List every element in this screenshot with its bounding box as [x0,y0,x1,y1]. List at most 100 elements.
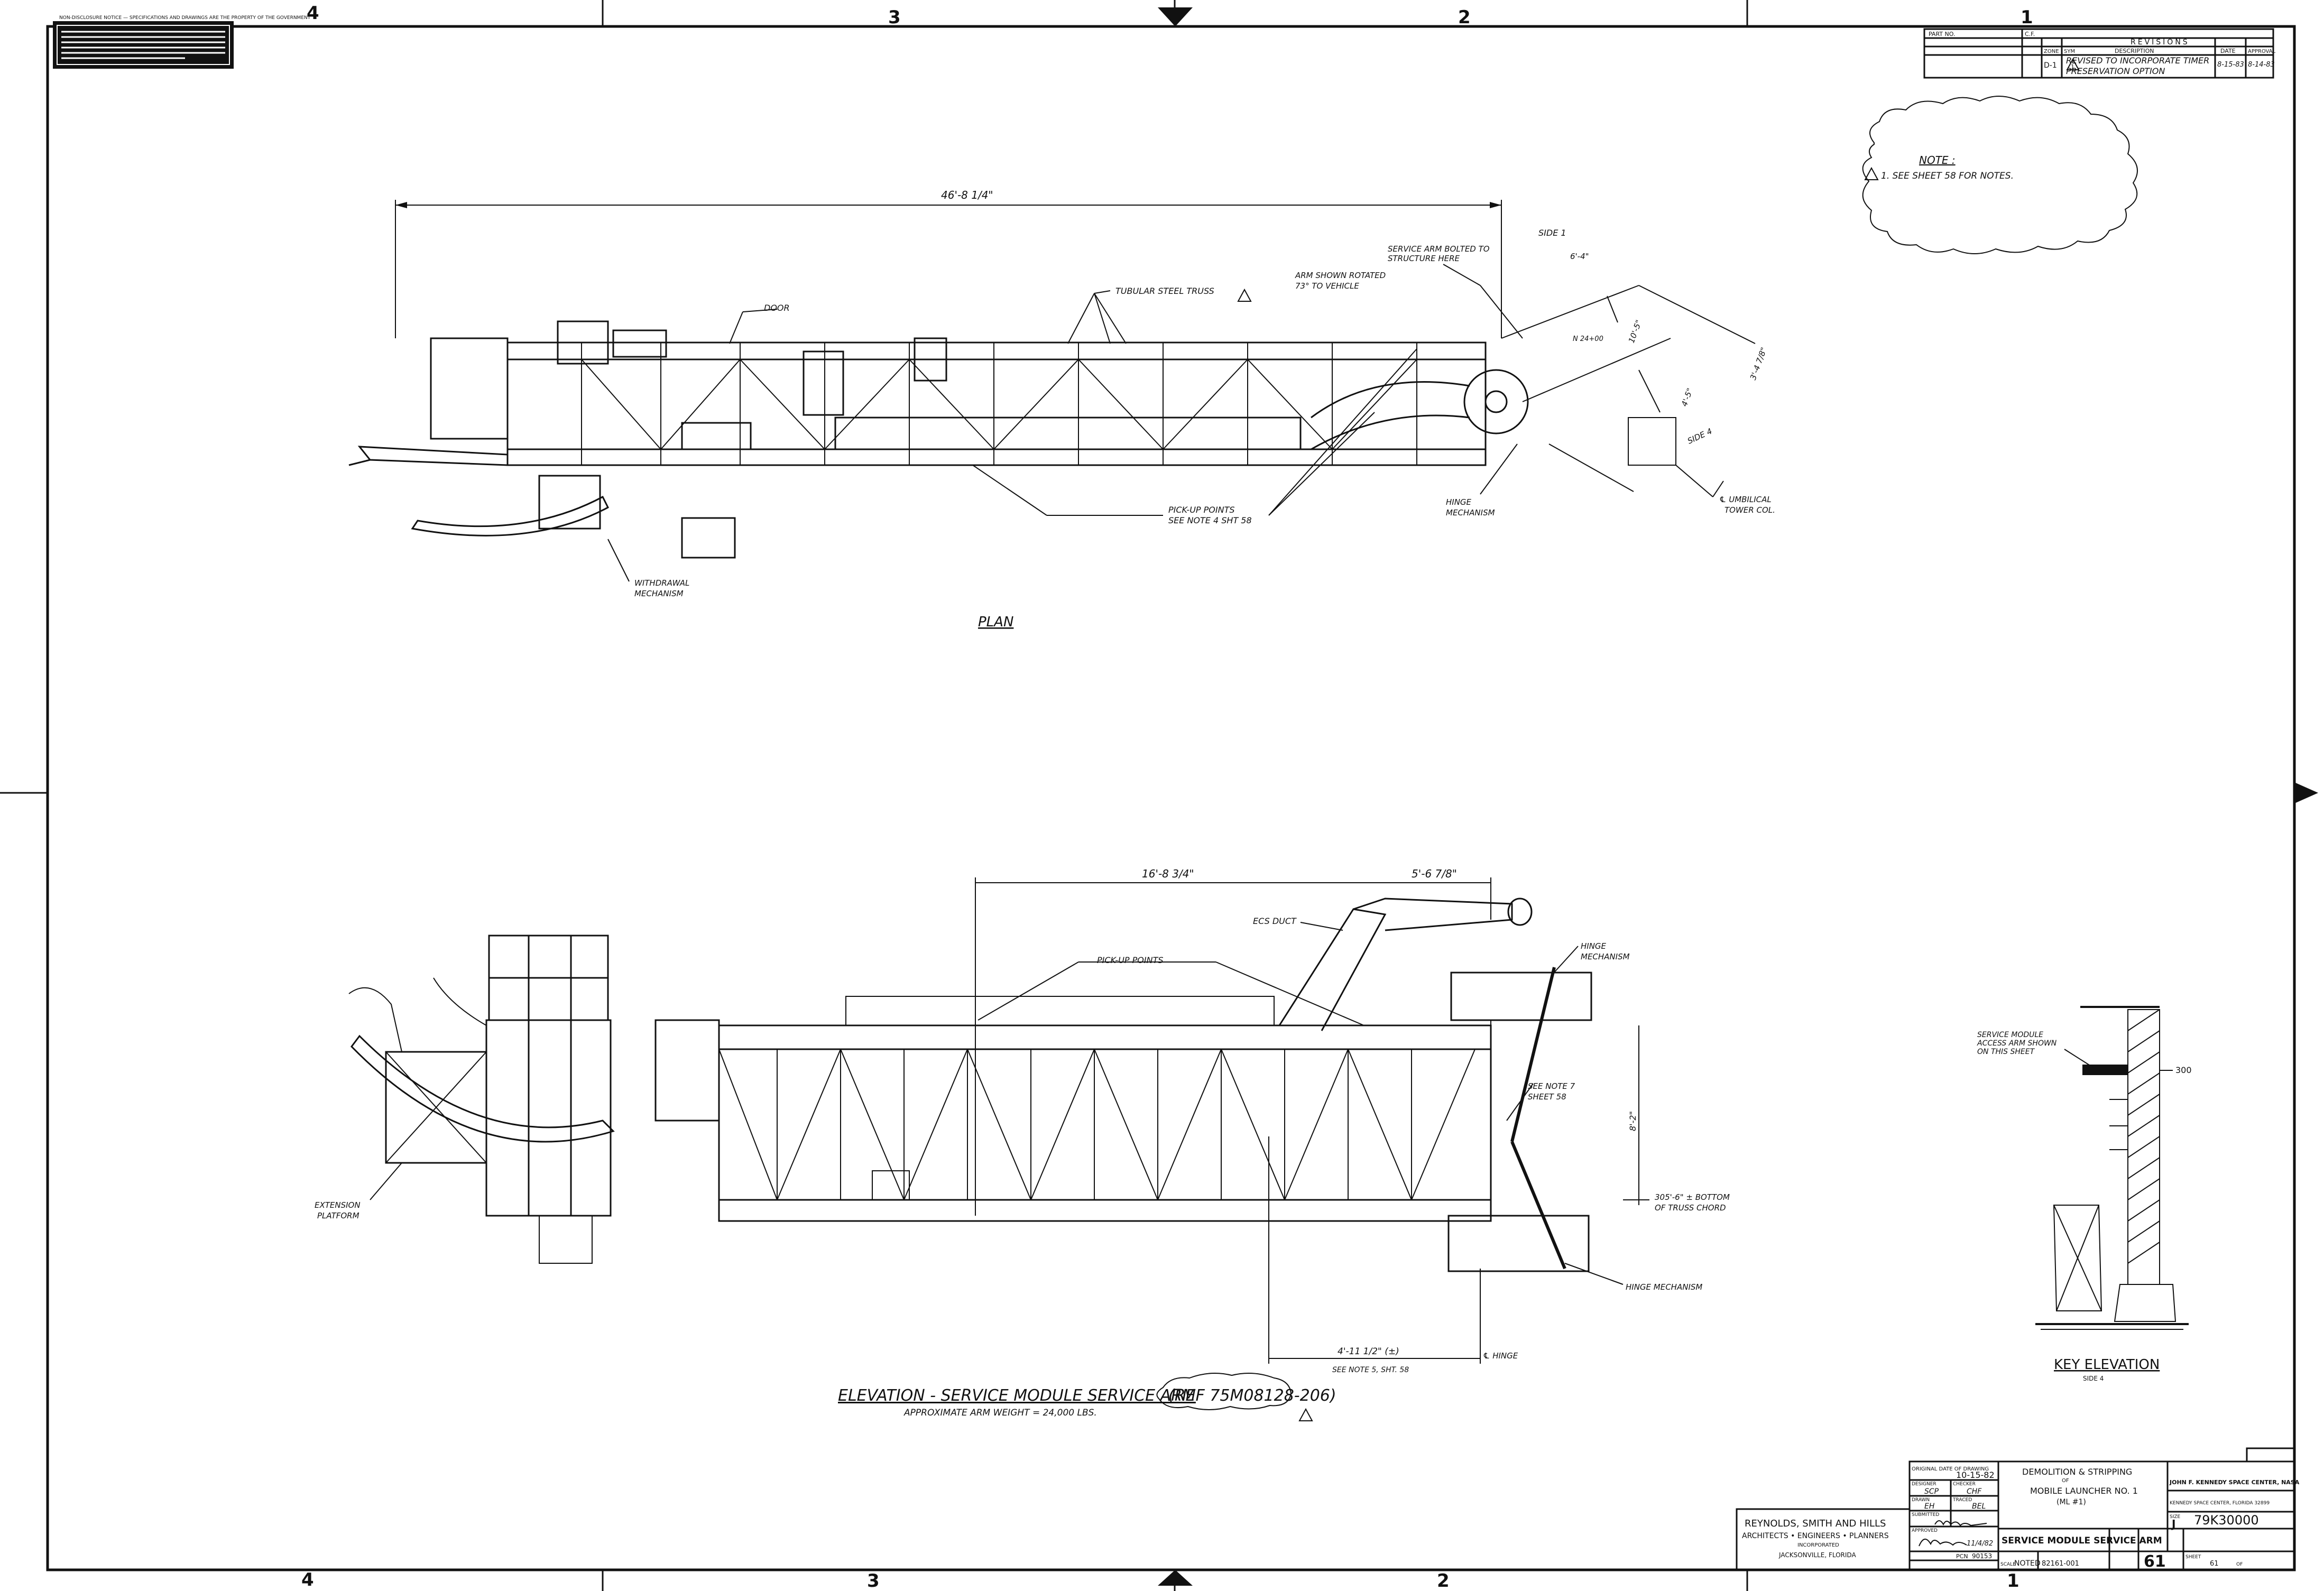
key-elevation-figure [2035,1006,2189,1330]
revision-description-line1: REVISED TO INCORPORATE TIMER [2066,56,2209,66]
tb-scale-label: SCALE [2000,1562,2016,1567]
key-elevation-subtitle: SIDE 4 [2083,1375,2104,1382]
plan-umbilical-label: TOWER COL. [1724,505,1775,515]
plan-dim-d: 10'-5" [1627,319,1644,345]
tb-original-date-label: ORIGINAL DATE OF DRAWING [1912,1466,1989,1472]
zone-label-top: 4 [307,3,319,24]
note-delta-icon [1864,166,1879,180]
key-elevation-label: SERVICE MODULE [1977,1031,2043,1039]
plan-side1-label: SIDE 1 [1538,228,1566,238]
tb-project-line: (ML #1) [2056,1498,2086,1506]
zone-label-top: 3 [888,7,901,28]
elevation-ref: (REF 75M08128-206) [1168,1386,1336,1405]
revision-delta-icon [2066,58,2080,70]
tb-original-date: 10-15-82 [1956,1470,1995,1480]
zone-label-top: 1 [2021,7,2033,28]
elevation-hinge-cl-label: ℄ HINGE [1483,1351,1518,1361]
plan-withdrawal-label: WITHDRAWAL [634,578,689,588]
key-elevation-label: ON THIS SHEET [1977,1048,2035,1056]
tb-approved-label: APPROVED [1912,1528,1938,1533]
tb-submitted-label: SUBMITTED [1912,1512,1939,1518]
elevation-ecs-duct-label: ECS DUCT [1253,916,1297,926]
zone-label-bottom: 1 [2007,1570,2019,1591]
tb-of-label: OF [2236,1562,2243,1567]
elevation-dim-top-left: 16'-8 3/4" [1142,867,1194,880]
plan-view [348,200,1756,582]
plan-hinge-label: HINGE [1446,497,1472,507]
plan-arm-rotated-label: ARM SHOWN ROTATED [1295,271,1386,280]
tb-firm-tagline: ARCHITECTS • ENGINEERS • PLANNERS [1742,1532,1889,1540]
tb-sheet-big: 61 [2144,1552,2166,1571]
plan-title: PLAN [978,614,1013,630]
revision-description-line2: PRESERVATION OPTION [2066,66,2165,76]
tb-agency-sub: KENNEDY SPACE CENTER, FLORIDA 32899 [2170,1501,2270,1506]
plan-bolted-label: STRUCTURE HERE [1388,254,1460,263]
revisions-cf-label: C.F. [2025,31,2035,38]
plan-pickup-label: PICK-UP POINTS [1168,505,1235,515]
zone-label-bottom: 2 [1437,1570,1450,1591]
elevation-hinge-top-label: MECHANISM [1581,952,1630,961]
tb-checker-label: CHECKER [1953,1482,1976,1487]
revisions-header-sym: SYM [2064,49,2075,54]
plan-pickup-note: SEE NOTE 4 SHT 58 [1168,515,1252,525]
stamp-text: NON-DISCLOSURE NOTICE — SPECIFICATIONS A… [59,15,311,21]
revision-date: 8-15-83 [2217,61,2244,69]
revisions-title: REVISIONS [2131,38,2190,47]
tb-pcn: 90153 [1972,1552,1992,1560]
zone-label-bottom: 4 [301,1569,314,1590]
tb-drawing-number: 79K30000 [2194,1513,2259,1528]
revisions-block [1923,28,2274,79]
elevation-dim-bottom-note: SEE NOTE 5, SHT. 58 [1332,1366,1409,1374]
elevation-bottom-label: 305'-6" ± BOTTOM [1655,1192,1730,1202]
center-mark-top [1158,7,1193,26]
plan-withdrawal-label: MECHANISM [634,589,684,598]
zone-label-bottom: 3 [867,1570,880,1591]
center-mark-right [2294,782,2318,803]
elevation-dim-top-right: 5'-6 7/8" [1412,867,1457,880]
plan-truss-label: TUBULAR STEEL TRUSS [1115,286,1214,296]
plan-arm-rotated-label: 73° TO VEHICLE [1295,281,1359,291]
elevation-view [348,877,1649,1364]
tb-size: J [2171,1518,2175,1530]
tb-approved-date: 11/4/82 [1967,1540,1993,1548]
tb-traced: BEL [1972,1502,1986,1511]
elevation-delta-icon [1298,1408,1313,1421]
plan-dim-e: N 24+00 [1573,335,1603,343]
revisions-header-approval: APPROVAL [2248,49,2276,54]
tb-project-line: OF [2062,1478,2069,1484]
tb-designer-label: DESIGNER [1912,1482,1936,1487]
revisions-header-date: DATE [2220,48,2236,54]
revisions-header-zone: ZONE [2044,49,2059,54]
note-text: 1. SEE SHEET 58 FOR NOTES. [1881,171,2014,181]
elevation-weight: APPROXIMATE ARM WEIGHT = 24,000 LBS. [903,1408,1097,1418]
plan-dim-b: 4'-5" [1680,387,1695,408]
tb-pcn-label: PCN [1956,1553,1968,1560]
plan-hinge-label: MECHANISM [1446,508,1495,517]
ref-cloud [1156,1373,1292,1410]
revision-sym: 1 [2071,63,2074,70]
elevation-see-note-label: SEE NOTE 7 [1528,1081,1575,1091]
revisions-header-description: DESCRIPTION [2115,48,2154,54]
tb-sheet: 61 [2210,1560,2219,1568]
elevation-extension-label: EXTENSION [315,1200,361,1210]
plan-overall-dimension: 46'-8 1/4" [941,189,993,201]
disclosure-stamp: NON-DISCLOSURE NOTICE — SPECIFICATIONS A… [53,15,311,69]
tb-size-label: SIZE [2170,1514,2181,1520]
tb-drawing-title: SERVICE MODULE SERVICE ARM [2002,1536,2162,1546]
tb-approved-signature [1919,1539,1967,1547]
note-title: NOTE : [1919,154,1956,166]
revisions-part-no-label: PART NO. [1929,31,1955,38]
tb-firm-name: REYNOLDS, SMITH AND HILLS [1745,1518,1886,1529]
elevation-title: ELEVATION - SERVICE MODULE SERVICE ARM [838,1386,1196,1405]
tb-code: 82161-001 [2042,1560,2079,1568]
tb-checker: CHF [1967,1487,1982,1496]
plan-bolted-label: SERVICE ARM BOLTED TO [1388,244,1490,254]
tb-drawn: EH [1924,1502,1935,1511]
plan-dim-a: 6'-4" [1570,252,1589,261]
elevation-extension-label: PLATFORM [317,1211,359,1220]
revision-approval: 8-14-83 [2248,61,2275,69]
revision-zone: D-1 [2044,61,2057,70]
tb-scale: NOTED [2014,1559,2041,1568]
